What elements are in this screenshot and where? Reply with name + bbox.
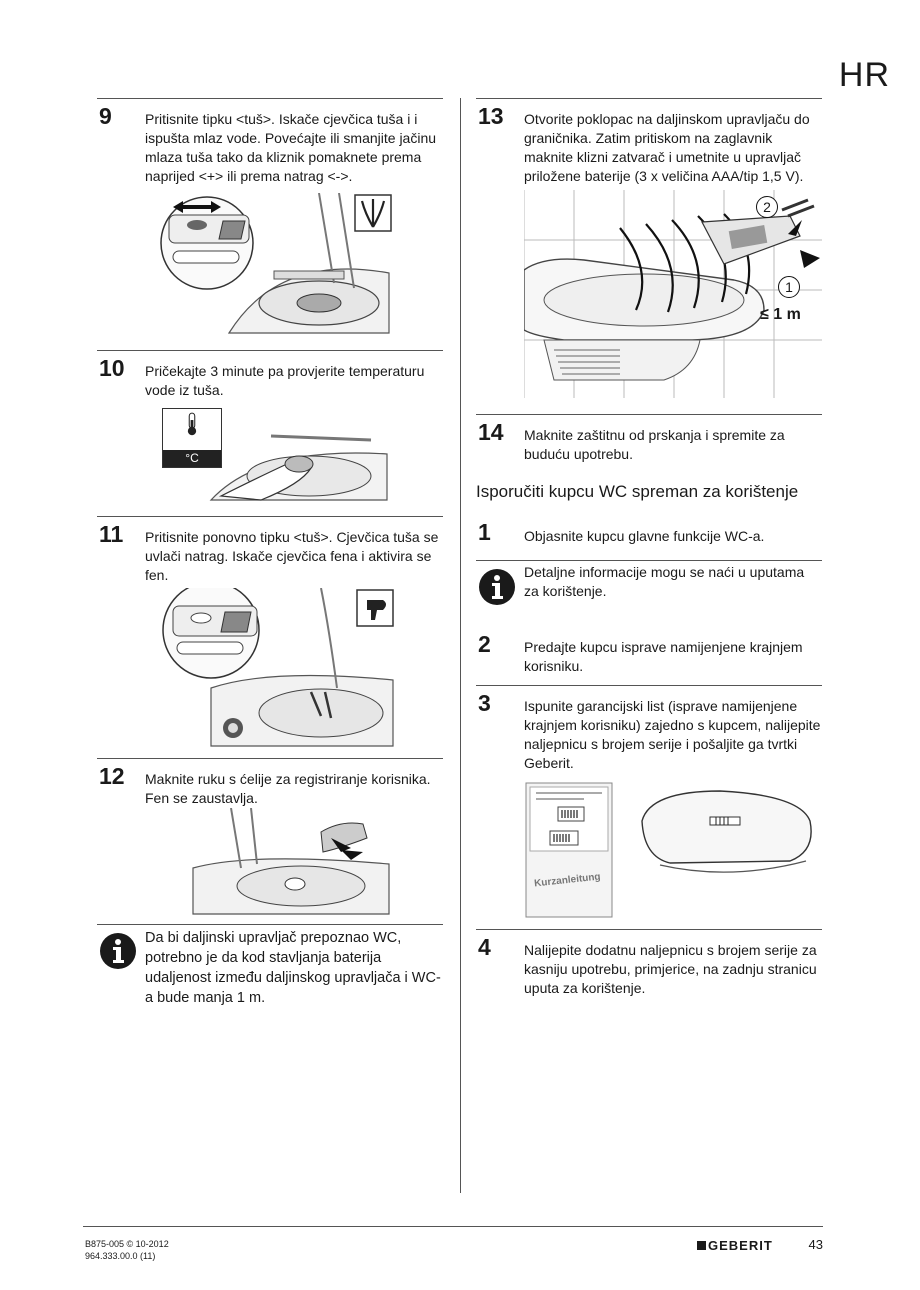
remote-range-info: Da bi daljinski upravljač prepoznao WC, …: [97, 924, 443, 1014]
step-text: Otvorite poklopac na daljinskom upravlja…: [524, 111, 810, 184]
thermometer-icon: °C: [162, 408, 222, 468]
footer-divider: [83, 1226, 823, 1227]
info-icon: [99, 932, 137, 970]
step-divider: [476, 98, 822, 99]
step-divider: [97, 516, 443, 517]
brand-logo: GEBERIT: [697, 1238, 773, 1253]
part-number-line: 964.333.00.0 (11): [85, 1251, 156, 1261]
dryer-illustration: [161, 588, 395, 748]
toilet-seat-illustration: [640, 781, 818, 877]
distance-label: ≤ 1 m: [760, 306, 801, 323]
doc-code-line: B875-005 © 10-2012: [85, 1239, 169, 1249]
info-divider: [97, 924, 443, 925]
step-number: 2: [478, 631, 491, 657]
step-10: 10 Pričekajte 3 minute pa provjerite tem…: [97, 350, 443, 514]
handover-step-2: 2 Predajte kupcu isprave namijenjene kra…: [476, 626, 822, 684]
step-text: Maknite zaštitnu od prskanja i spremite …: [524, 427, 785, 462]
handover-step-4: 4 Nalijepite dodatnu naljepnicu s brojem…: [476, 929, 822, 1009]
step-number: 10: [99, 355, 125, 381]
warranty-booklet-illustration: [524, 779, 614, 919]
step-divider: [97, 758, 443, 759]
step-divider: [97, 98, 443, 99]
step-number: 11: [99, 521, 124, 547]
step-text: Pričekajte 3 minute pa provjerite temper…: [145, 363, 425, 398]
info-text: Detaljne informacije mogu se naći u uput…: [524, 564, 805, 599]
step-number: 9: [99, 103, 112, 129]
column-divider: [460, 98, 461, 1193]
remote-battery-illustration: [524, 190, 822, 398]
step-9: 9 Pritisnite tipku <tuš>. Iskače cjevčic…: [97, 98, 443, 348]
step-number: 1: [478, 519, 491, 545]
language-code: HR: [838, 56, 890, 94]
celsius-label: °C: [163, 450, 221, 467]
step-number: 13: [478, 103, 504, 129]
step-number: 4: [478, 934, 491, 960]
step-text: Objasnite kupcu glavne funkcije WC-a.: [524, 528, 765, 544]
handover-step-3: 3 Ispunite garancijski list (isprave nam…: [476, 685, 822, 929]
handover-step-1: 1 Objasnite kupcu glavne funkcije WC-a.: [476, 514, 822, 560]
hand-removal-illustration: [191, 808, 391, 916]
step-text: Ispunite garancijski list (isprave namij…: [524, 698, 821, 771]
step-divider: [476, 414, 822, 415]
step-number: 14: [478, 419, 504, 445]
info-text: Da bi daljinski upravljač prepoznao WC, …: [145, 930, 441, 1006]
step-11: 11 Pritisnite ponovno tipku <tuš>. Cjevč…: [97, 516, 443, 756]
page-number: 43: [808, 1237, 823, 1252]
brand-name: GEBERIT: [708, 1238, 773, 1253]
step-text: Predajte kupcu isprave namijenjene krajn…: [524, 639, 803, 674]
water-temperature-illustration: [161, 406, 389, 502]
callout-2: 2: [756, 196, 778, 218]
brand-mark-icon: [697, 1241, 706, 1250]
document-code: B875-005 © 10-2012 964.333.00.0 (11): [85, 1238, 169, 1262]
section-heading: Isporučiti kupcu WC spreman za korištenj…: [476, 482, 799, 501]
callout-1: 1: [778, 276, 800, 298]
step-number: 12: [99, 763, 125, 789]
step-divider: [476, 929, 822, 930]
step-number: 3: [478, 690, 491, 716]
info-divider: [476, 560, 822, 561]
step-text: Pritisnite ponovno tipku <tuš>. Cjevčica…: [145, 529, 439, 583]
step-13: 13 Otvorite poklopac na daljinskom uprav…: [476, 98, 822, 414]
shower-control-illustration: [159, 193, 393, 339]
step-text: Pritisnite tipku <tuš>. Iskače cjevčica …: [145, 111, 437, 184]
step-divider: [476, 685, 822, 686]
step-12: 12 Maknite ruku s ćelije za registriranj…: [97, 758, 443, 922]
user-manual-info: Detaljne informacije mogu se naći u uput…: [476, 560, 822, 622]
info-icon: [478, 568, 516, 606]
step-text: Nalijepite dodatnu naljepnicu s brojem s…: [524, 942, 817, 996]
step-divider: [97, 350, 443, 351]
step-14: 14 Maknite zaštitnu od prskanja i spremi…: [476, 414, 822, 480]
step-text: Maknite ruku s ćelije za registriranje k…: [145, 771, 431, 806]
